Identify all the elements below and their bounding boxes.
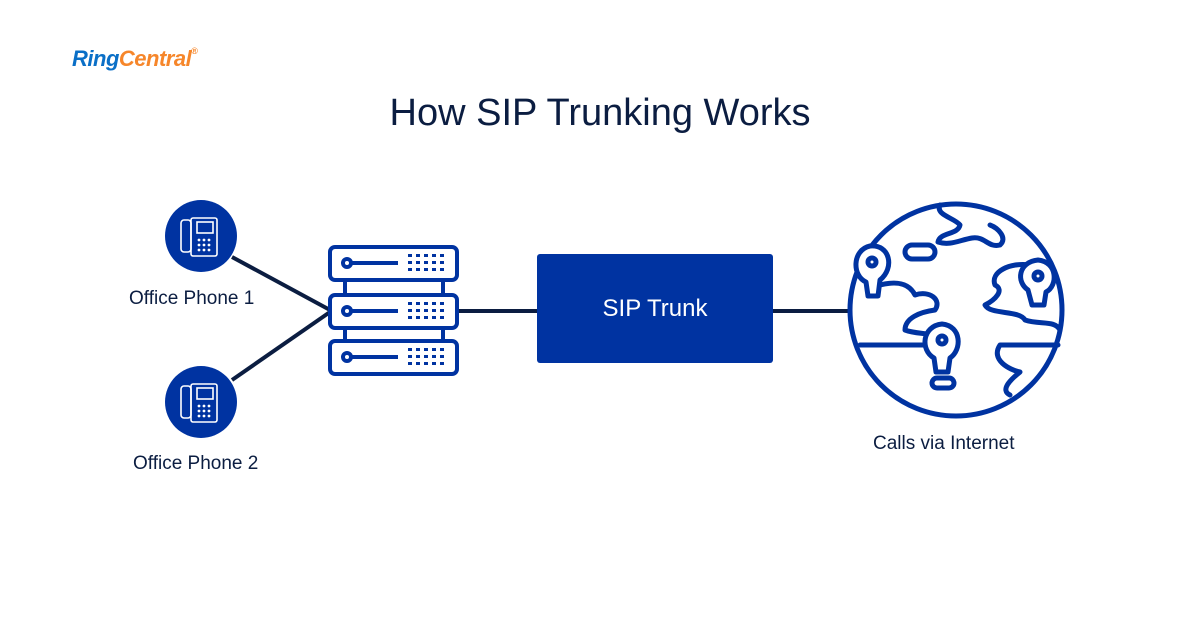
desk-phone-icon [165, 200, 237, 272]
logo-registered: ® [191, 46, 198, 56]
connectors [230, 255, 852, 382]
office-phone-2-label: Office Phone 2 [133, 453, 259, 474]
connector-phone2-server [230, 310, 332, 382]
globe-pins-icon [847, 201, 1065, 419]
office-phone-1-label: Office Phone 1 [129, 288, 255, 309]
server-rack-icon [328, 245, 459, 376]
sip-trunk-box: SIP Trunk [537, 254, 773, 363]
logo-central: Central [118, 46, 192, 71]
desk-phone-icon [165, 366, 237, 438]
connector-phone1-server [231, 255, 331, 312]
calls-via-internet-label: Calls via Internet [873, 433, 1015, 454]
page-title: How SIP Trunking Works [389, 92, 811, 134]
ringcentral-logo: RingCentral® [72, 46, 198, 72]
logo-ring: Ring [72, 46, 119, 71]
sip-trunk-label: SIP Trunk [602, 294, 708, 322]
